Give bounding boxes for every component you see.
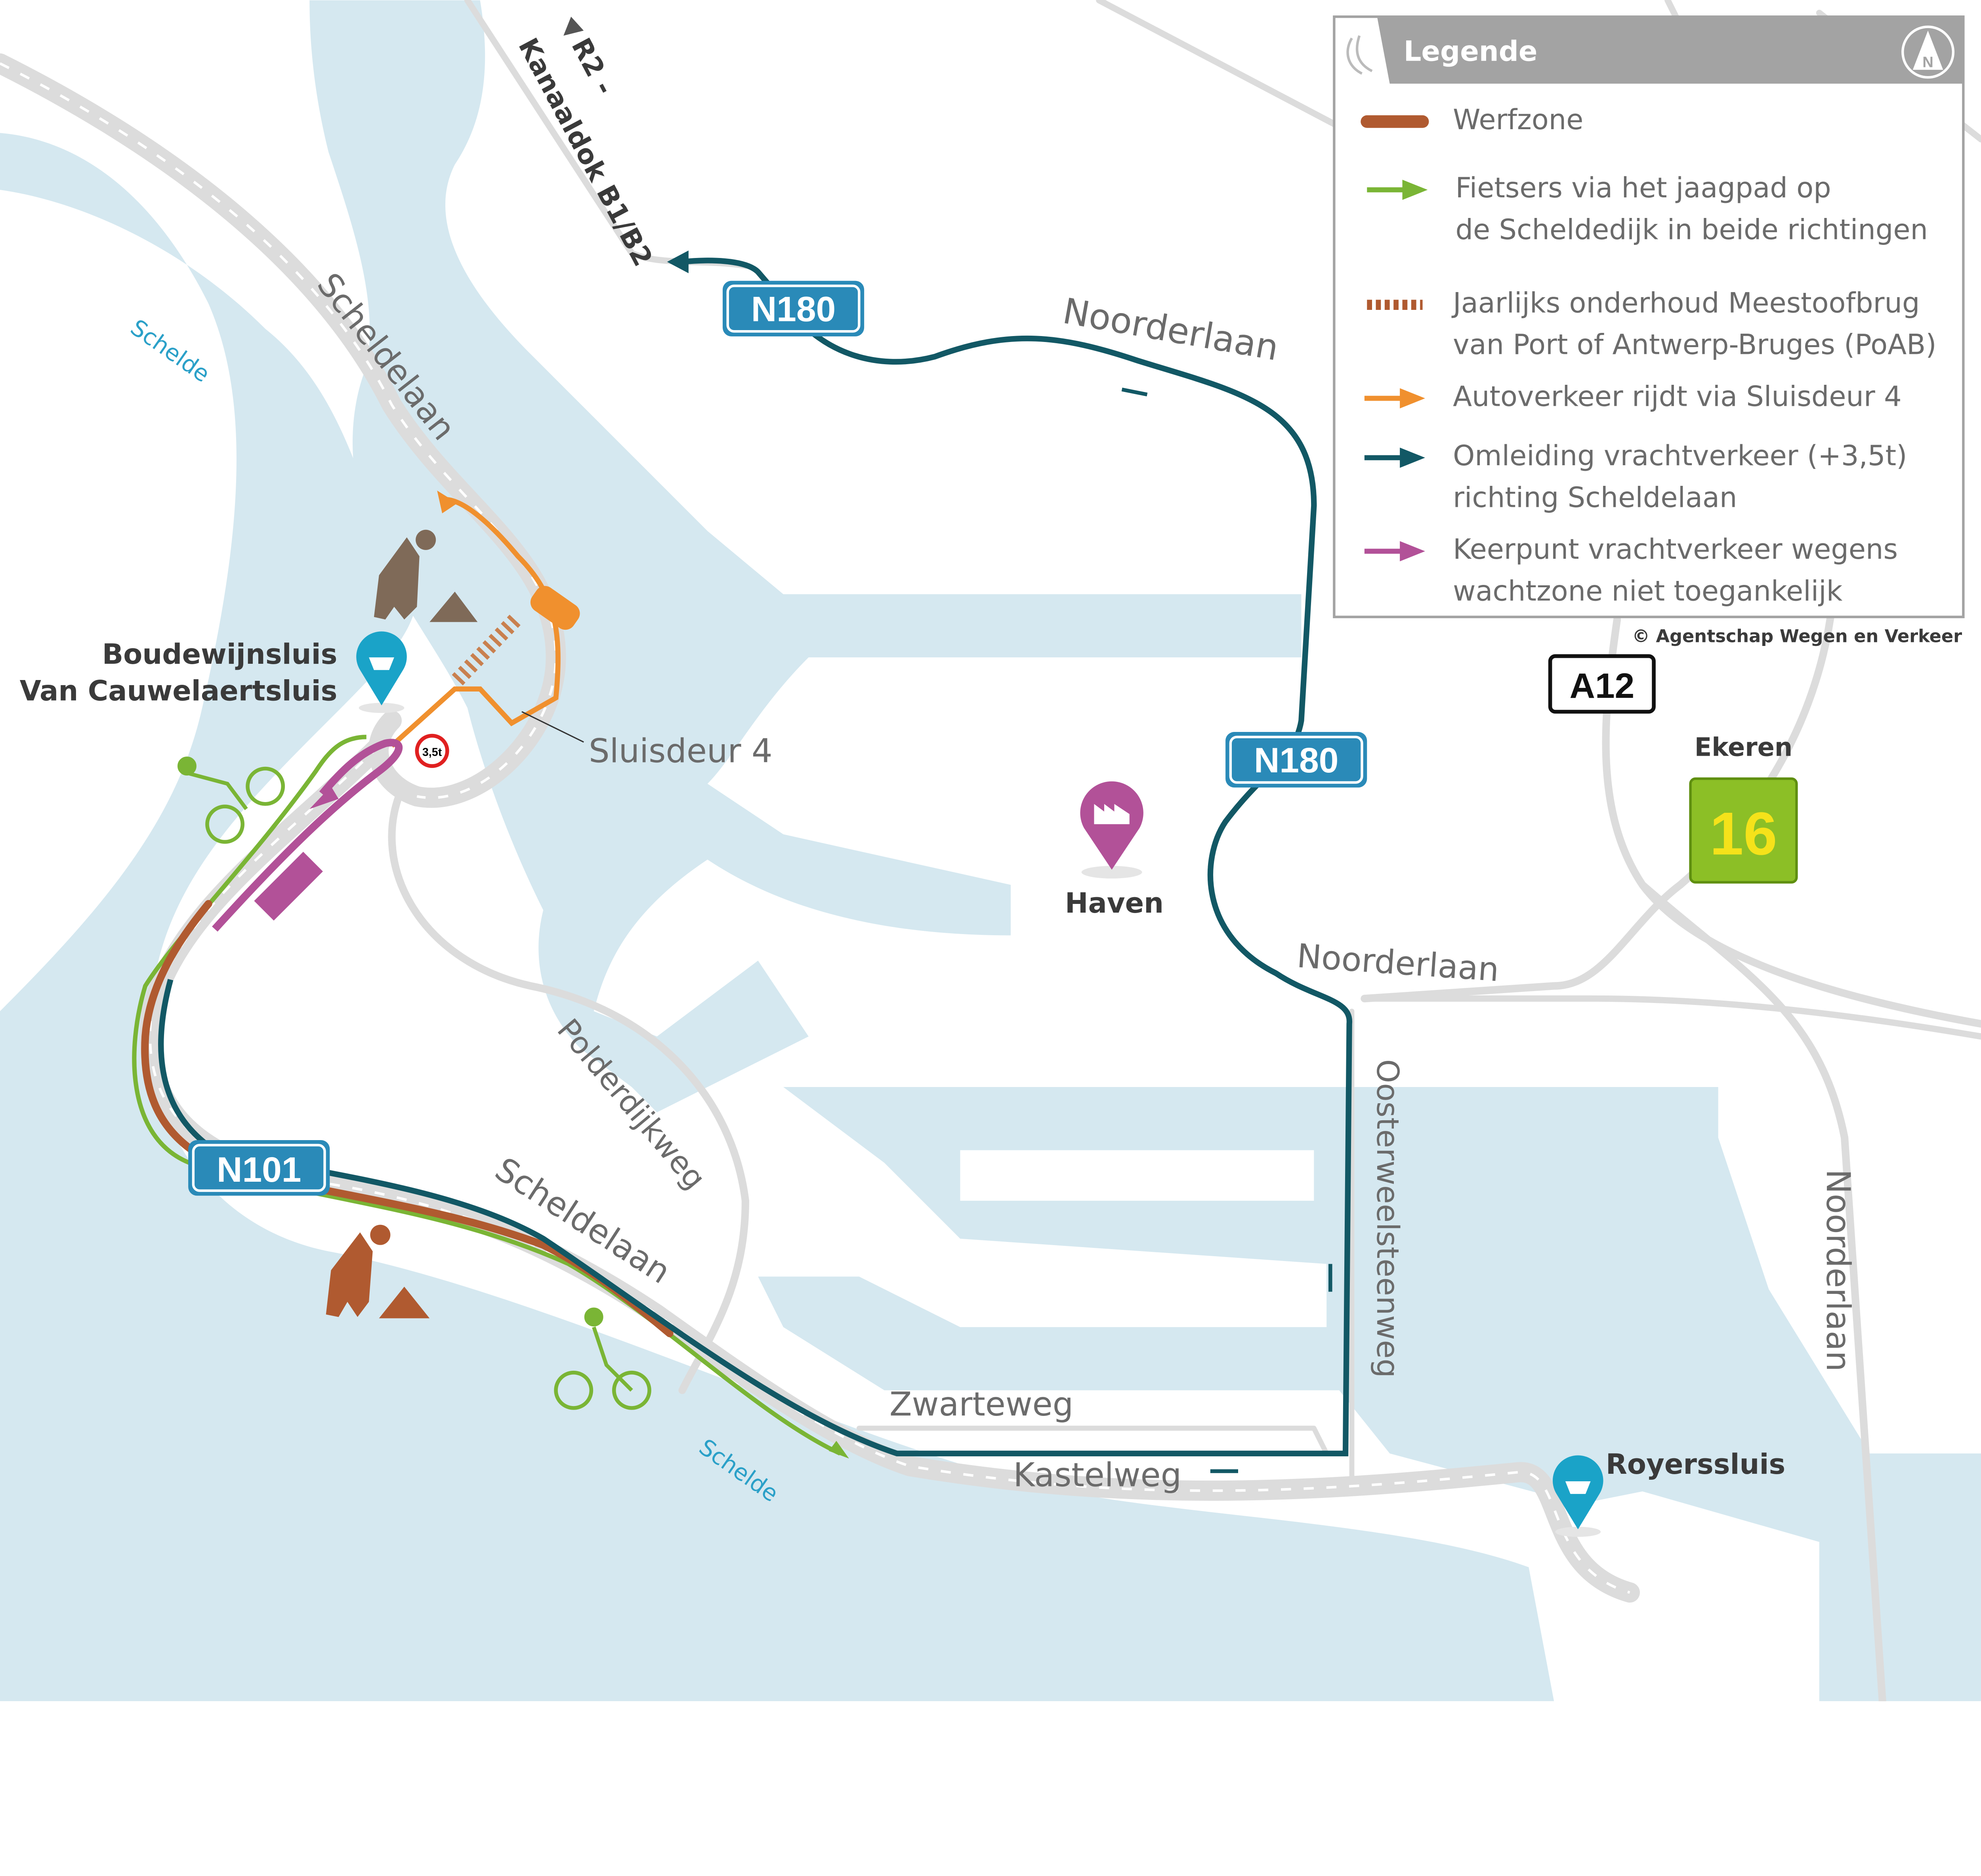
dock-north [309,0,1302,1112]
traffic-diversion-map: 3,5t R2 - Kanaaldok B1/B2 Scheldelaan Sc… [0,0,1981,1702]
legend-item-label: Autoverkeer rijdt via Sluisdeur 4 [1453,380,1902,413]
svg-text:A12: A12 [1569,666,1634,705]
road-zwarteweg [856,1425,1329,1456]
shield-n180-top: N180 [722,281,865,336]
shield-n101: N101 [188,1140,330,1196]
copyright: © Agentschap Wegen en Verkeer [1632,626,1962,647]
road-r2-north [464,0,749,269]
truck-diversion-route [158,258,1352,1456]
svg-text:N180: N180 [751,289,836,329]
label-van-cauwelaertsluis: Van Cauwelaertsluis [20,674,338,707]
turnaround-arrow-head [309,786,339,809]
label-royerssluis: Royerssluis [1606,1448,1785,1481]
cyclist-arrow-head [828,1440,849,1459]
legend-item-label: Keerpunt vrachtverkeer wegens [1453,533,1898,565]
truck-icon [254,852,323,921]
legend-symbol-trucks [1364,447,1425,468]
label-oosterweelsteenweg: Oosterweelsteenweg [1370,1059,1405,1378]
legend-item-label: Jaarlijks onderhoud Meestoofbrug [1451,287,1920,319]
flemish-lion-logo [1346,35,1373,75]
ship-lock-pin-icon-royers [1553,1455,1603,1537]
label-zwarteweg: Zwarteweg [889,1385,1073,1423]
car-icon [530,586,580,630]
shield-a12: A12 [1548,654,1656,714]
label-noorderlaan-top: Noorderlaan [1060,290,1282,369]
dock-pier [960,1150,1314,1201]
label-noorderlaan-right: Noorderlaan [1819,1169,1857,1372]
r2-direction-triangle [563,17,584,36]
factory-pin-icon [1080,781,1143,879]
dock-right [1415,1137,1769,1340]
sluisdeur-leader-line [521,711,584,743]
legend-item-label: richting Scheldelaan [1453,481,1737,514]
label-kastelweg: Kastelweg [1013,1456,1181,1494]
dock-south [758,1087,1981,1701]
legend-item-label: Werfzone [1453,103,1583,136]
road-polderdijkweg [388,780,749,1394]
road-noorderlaan-mid [1361,995,1981,1040]
svg-text:N180: N180 [1254,740,1338,780]
bicycle-icon-south [554,1307,651,1410]
legend-symbol-cyclists [1367,180,1428,200]
label-sluisdeur-4: Sluisdeur 4 [589,732,773,770]
legend-item-label: Omleiding vrachtverkeer (+3,5t) [1453,439,1907,472]
legend-item-label: wachtzone niet toegankelijk [1453,575,1843,607]
weight-limit-sign: 3,5t [415,734,449,768]
car-arrow-head [437,490,458,514]
ship-lock-pin-icon [356,631,407,713]
shield-n180-mid: N180 [1225,732,1367,788]
worker-icon [374,529,478,622]
legend: Legende N Werfzone Fietsers via het jaag… [1333,15,1965,619]
schelde-river [0,133,1554,1701]
svg-text:N: N [1922,54,1933,71]
legend-item-label: Fietsers via het jaagpad op [1455,172,1831,204]
bicycle-icon [177,757,285,844]
legend-symbol-turnaround [1364,541,1425,562]
label-noorderlaan-mid: Noorderlaan [1296,936,1500,989]
svg-text:16: 16 [1710,800,1777,867]
worker-icon-south [326,1225,430,1318]
north-arrow-icon: N [1901,25,1955,79]
label-r2: R2 - [565,33,620,99]
direction-arrows [1121,388,1332,1473]
route-layer [132,250,1352,1473]
turnaround-route [212,739,403,932]
svg-text:3,5t: 3,5t [422,746,442,759]
legend-title: Legende [1404,35,1538,68]
exit-badge-16: 16 [1689,777,1798,884]
legend-item-label: de Scheldedijk in beide richtingen [1455,213,1928,246]
label-schelde-north: Schelde [126,314,215,388]
legend-header [1377,17,1964,84]
label-boudewijnsluis: Boudewijnsluis [102,638,338,671]
legend-symbol-cars [1364,388,1425,409]
label-haven: Haven [1065,887,1164,919]
legend-item-label: van Port of Antwerp-Bruges (PoAB) [1453,329,1937,361]
truck-arrow-head [667,250,689,273]
label-ekeren: Ekeren [1695,733,1793,762]
car-route [390,497,561,748]
svg-text:N101: N101 [217,1150,301,1189]
